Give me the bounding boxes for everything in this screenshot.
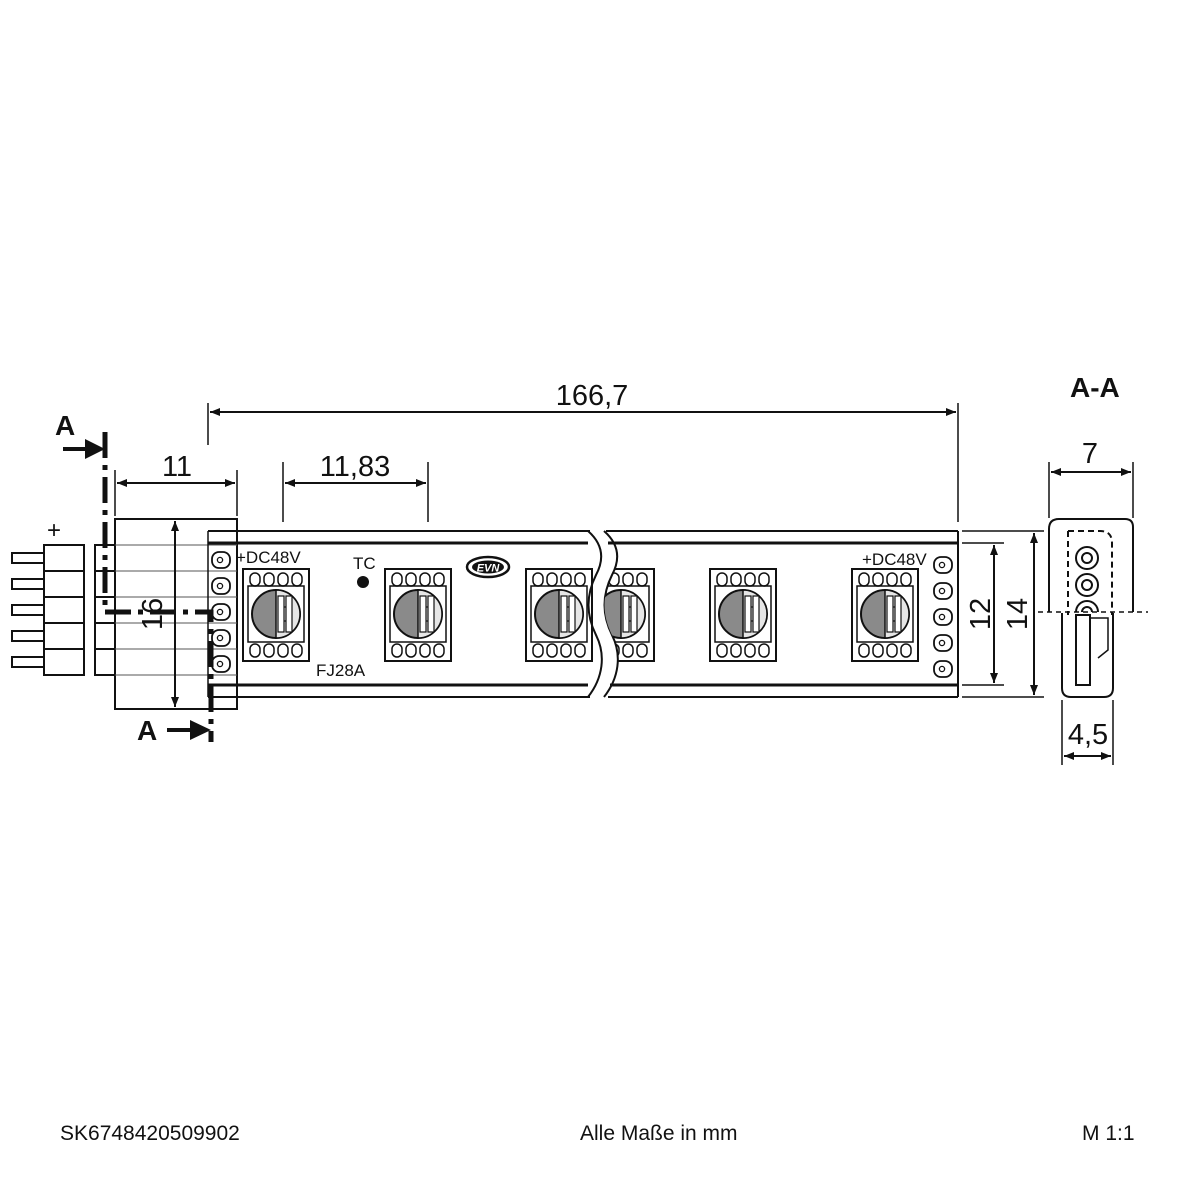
section-marker-top: A (55, 410, 75, 441)
dimension-connector-height: 16 (137, 521, 179, 707)
article-number: SK6748420509902 (60, 1122, 240, 1145)
section-width-value: 7 (1082, 438, 1098, 470)
scale-label: M 1:1 (1082, 1122, 1135, 1145)
segment-pitch-value: 11,83 (320, 451, 390, 483)
voltage-label-right: +DC48V (862, 550, 927, 569)
brand-logo: EVN (465, 555, 511, 579)
connector-pins: + (11, 517, 115, 676)
led-chip (851, 568, 919, 662)
dimension-overall-length: 166,7 (207, 380, 959, 522)
model-label: FJ28A (316, 661, 366, 680)
led-chip (384, 568, 452, 662)
overall-length-value: 166,7 (556, 380, 629, 412)
led-chip (242, 568, 310, 662)
strip-width-outer-value: 14 (1002, 598, 1034, 630)
strip-width-inner-value: 12 (965, 598, 997, 630)
dimension-strip-width-inner: 12 (962, 542, 1004, 686)
voltage-label-left: +DC48V (236, 548, 301, 567)
section-line-a: A A (55, 410, 214, 746)
dimension-strip-width-outer: 14 (962, 530, 1044, 698)
section-marker-bottom: A (137, 715, 157, 746)
connector-height-value: 16 (137, 598, 169, 630)
section-height-value: 4,5 (1068, 719, 1108, 751)
dimension-segment-pitch: 11,83 (282, 451, 429, 522)
solder-pads-right (933, 556, 953, 678)
dimension-connector-length: 11 (114, 451, 238, 516)
brand-logo-text: EVN (477, 563, 501, 575)
section-title: A-A (1070, 372, 1120, 403)
solder-pads-left (211, 551, 231, 673)
connector-length-value: 11 (162, 451, 192, 483)
led-chip (525, 568, 593, 662)
led-chip (709, 568, 777, 662)
section-view-a-a: A-A 7 4,5 (1038, 372, 1148, 765)
polarity-label: + (47, 517, 61, 544)
sensor-label: TC (353, 554, 376, 573)
led-strip: +DC48V +DC48V TC FJ28A EVN (207, 530, 959, 698)
units-note: Alle Maße in mm (580, 1122, 738, 1145)
sensor-dot (357, 576, 369, 588)
